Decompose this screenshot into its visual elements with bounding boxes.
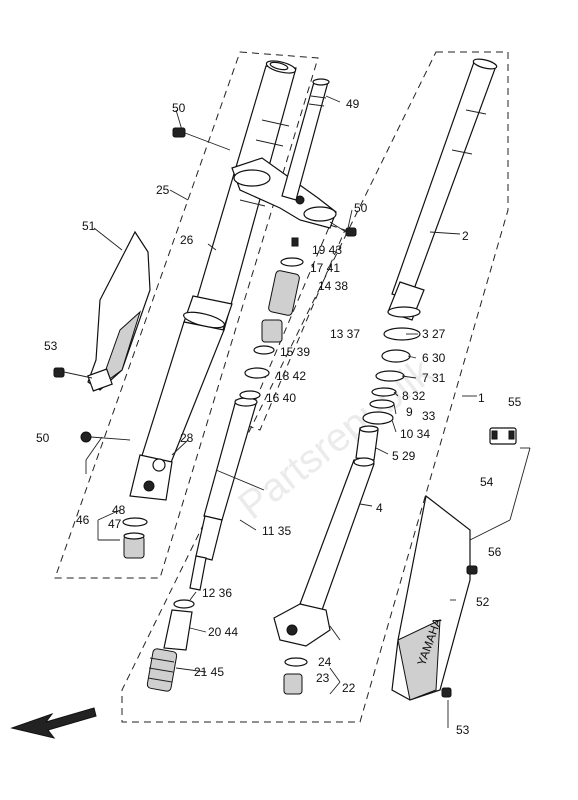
spring-21 — [146, 648, 178, 692]
callout-3-27: 3 27 — [422, 327, 446, 341]
callout-50-left: 50 — [36, 431, 50, 445]
seal-6 — [381, 349, 411, 363]
callout-52: 52 — [476, 595, 490, 609]
part-20-collar — [163, 609, 193, 651]
callout-22: 22 — [342, 681, 356, 695]
callout-21-45: 21 45 — [194, 665, 224, 679]
inner-parts-outline — [244, 224, 346, 431]
callout-1: 1 — [478, 391, 485, 405]
right-fork-seal — [387, 281, 425, 321]
callout-54: 54 — [480, 475, 494, 489]
callout-10-34: 10 34 — [400, 427, 430, 441]
bolt-53-right — [441, 687, 452, 698]
axle-holder-left — [122, 517, 148, 559]
damper-rod — [189, 397, 258, 591]
dust-seal-10 — [362, 411, 394, 425]
right-fork-assembly-outline — [121, 51, 509, 723]
right-fork-guard: YAMAHA — [391, 494, 471, 701]
callout-28: 28 — [180, 431, 194, 445]
callout-4: 4 — [376, 501, 383, 515]
bolt-56 — [466, 565, 478, 575]
left-outer-tube — [129, 321, 225, 501]
left-fork-guard — [87, 230, 151, 392]
callout-56: 56 — [488, 545, 502, 559]
callout-labels: 1 2 3 27 4 5 29 6 30 7 31 8 32 9 33 10 3… — [36, 97, 522, 737]
right-inner-tube — [391, 58, 498, 301]
callout-55: 55 — [508, 395, 522, 409]
callout-6-30: 6 30 — [422, 351, 446, 365]
callout-49: 49 — [346, 97, 360, 111]
callout-18-42: 18 42 — [276, 369, 306, 383]
callout-15-39: 15 39 — [280, 345, 310, 359]
callout-20-44: 20 44 — [208, 625, 238, 639]
callout-24: 24 — [318, 655, 332, 669]
callout-2: 2 — [462, 229, 469, 243]
left-inner-tube — [189, 60, 297, 331]
callout-23: 23 — [316, 671, 330, 685]
steering-stem — [281, 78, 330, 201]
callout-48: 48 — [112, 503, 126, 517]
callout-53-right: 53 — [456, 723, 470, 737]
clip-9 — [369, 399, 395, 409]
screw-53-left — [53, 367, 93, 379]
left-fork-assembly-outline — [54, 51, 319, 579]
callout-46: 46 — [76, 513, 90, 527]
callout-26: 26 — [180, 233, 194, 247]
callout-50-top: 50 — [172, 101, 186, 115]
callout-17-41: 17 41 — [310, 261, 340, 275]
callout-11-35: 11 35 — [262, 524, 291, 538]
callout-19-43: 19 43 — [312, 243, 342, 257]
bolt-50-left — [80, 431, 131, 443]
callout-51: 51 — [82, 219, 96, 233]
leader-lines — [85, 95, 531, 728]
callout-9: 9 — [406, 405, 413, 419]
cable-clamp-55 — [489, 427, 517, 445]
washer-8 — [371, 387, 397, 397]
callout-7-31: 7 31 — [422, 371, 446, 385]
front-direction-arrow-icon — [10, 707, 97, 739]
axle-holder-right — [273, 603, 331, 695]
callout-5-29: 5 29 — [392, 449, 416, 463]
callout-47: 47 — [108, 517, 122, 531]
inner-stack — [239, 237, 304, 400]
o-ring-12 — [173, 599, 195, 609]
callout-50-right: 50 — [354, 201, 368, 215]
callout-14-38: 14 38 — [318, 279, 348, 293]
callout-13-37: 13 37 — [330, 327, 360, 341]
left-fork-seal — [182, 295, 233, 331]
bolt-50-top — [172, 127, 231, 151]
callout-8-32: 8 32 — [402, 389, 426, 403]
callout-33: 33 — [422, 409, 436, 423]
bushing-5 — [355, 425, 379, 461]
seal-7 — [375, 370, 405, 382]
callout-16-40: 16 40 — [266, 391, 296, 405]
callout-53-left: 53 — [44, 339, 58, 353]
seal-ring-3 — [383, 327, 421, 341]
callout-12-36: 12 36 — [202, 586, 232, 600]
callout-25: 25 — [156, 183, 170, 197]
bolt-50-right — [329, 221, 357, 237]
